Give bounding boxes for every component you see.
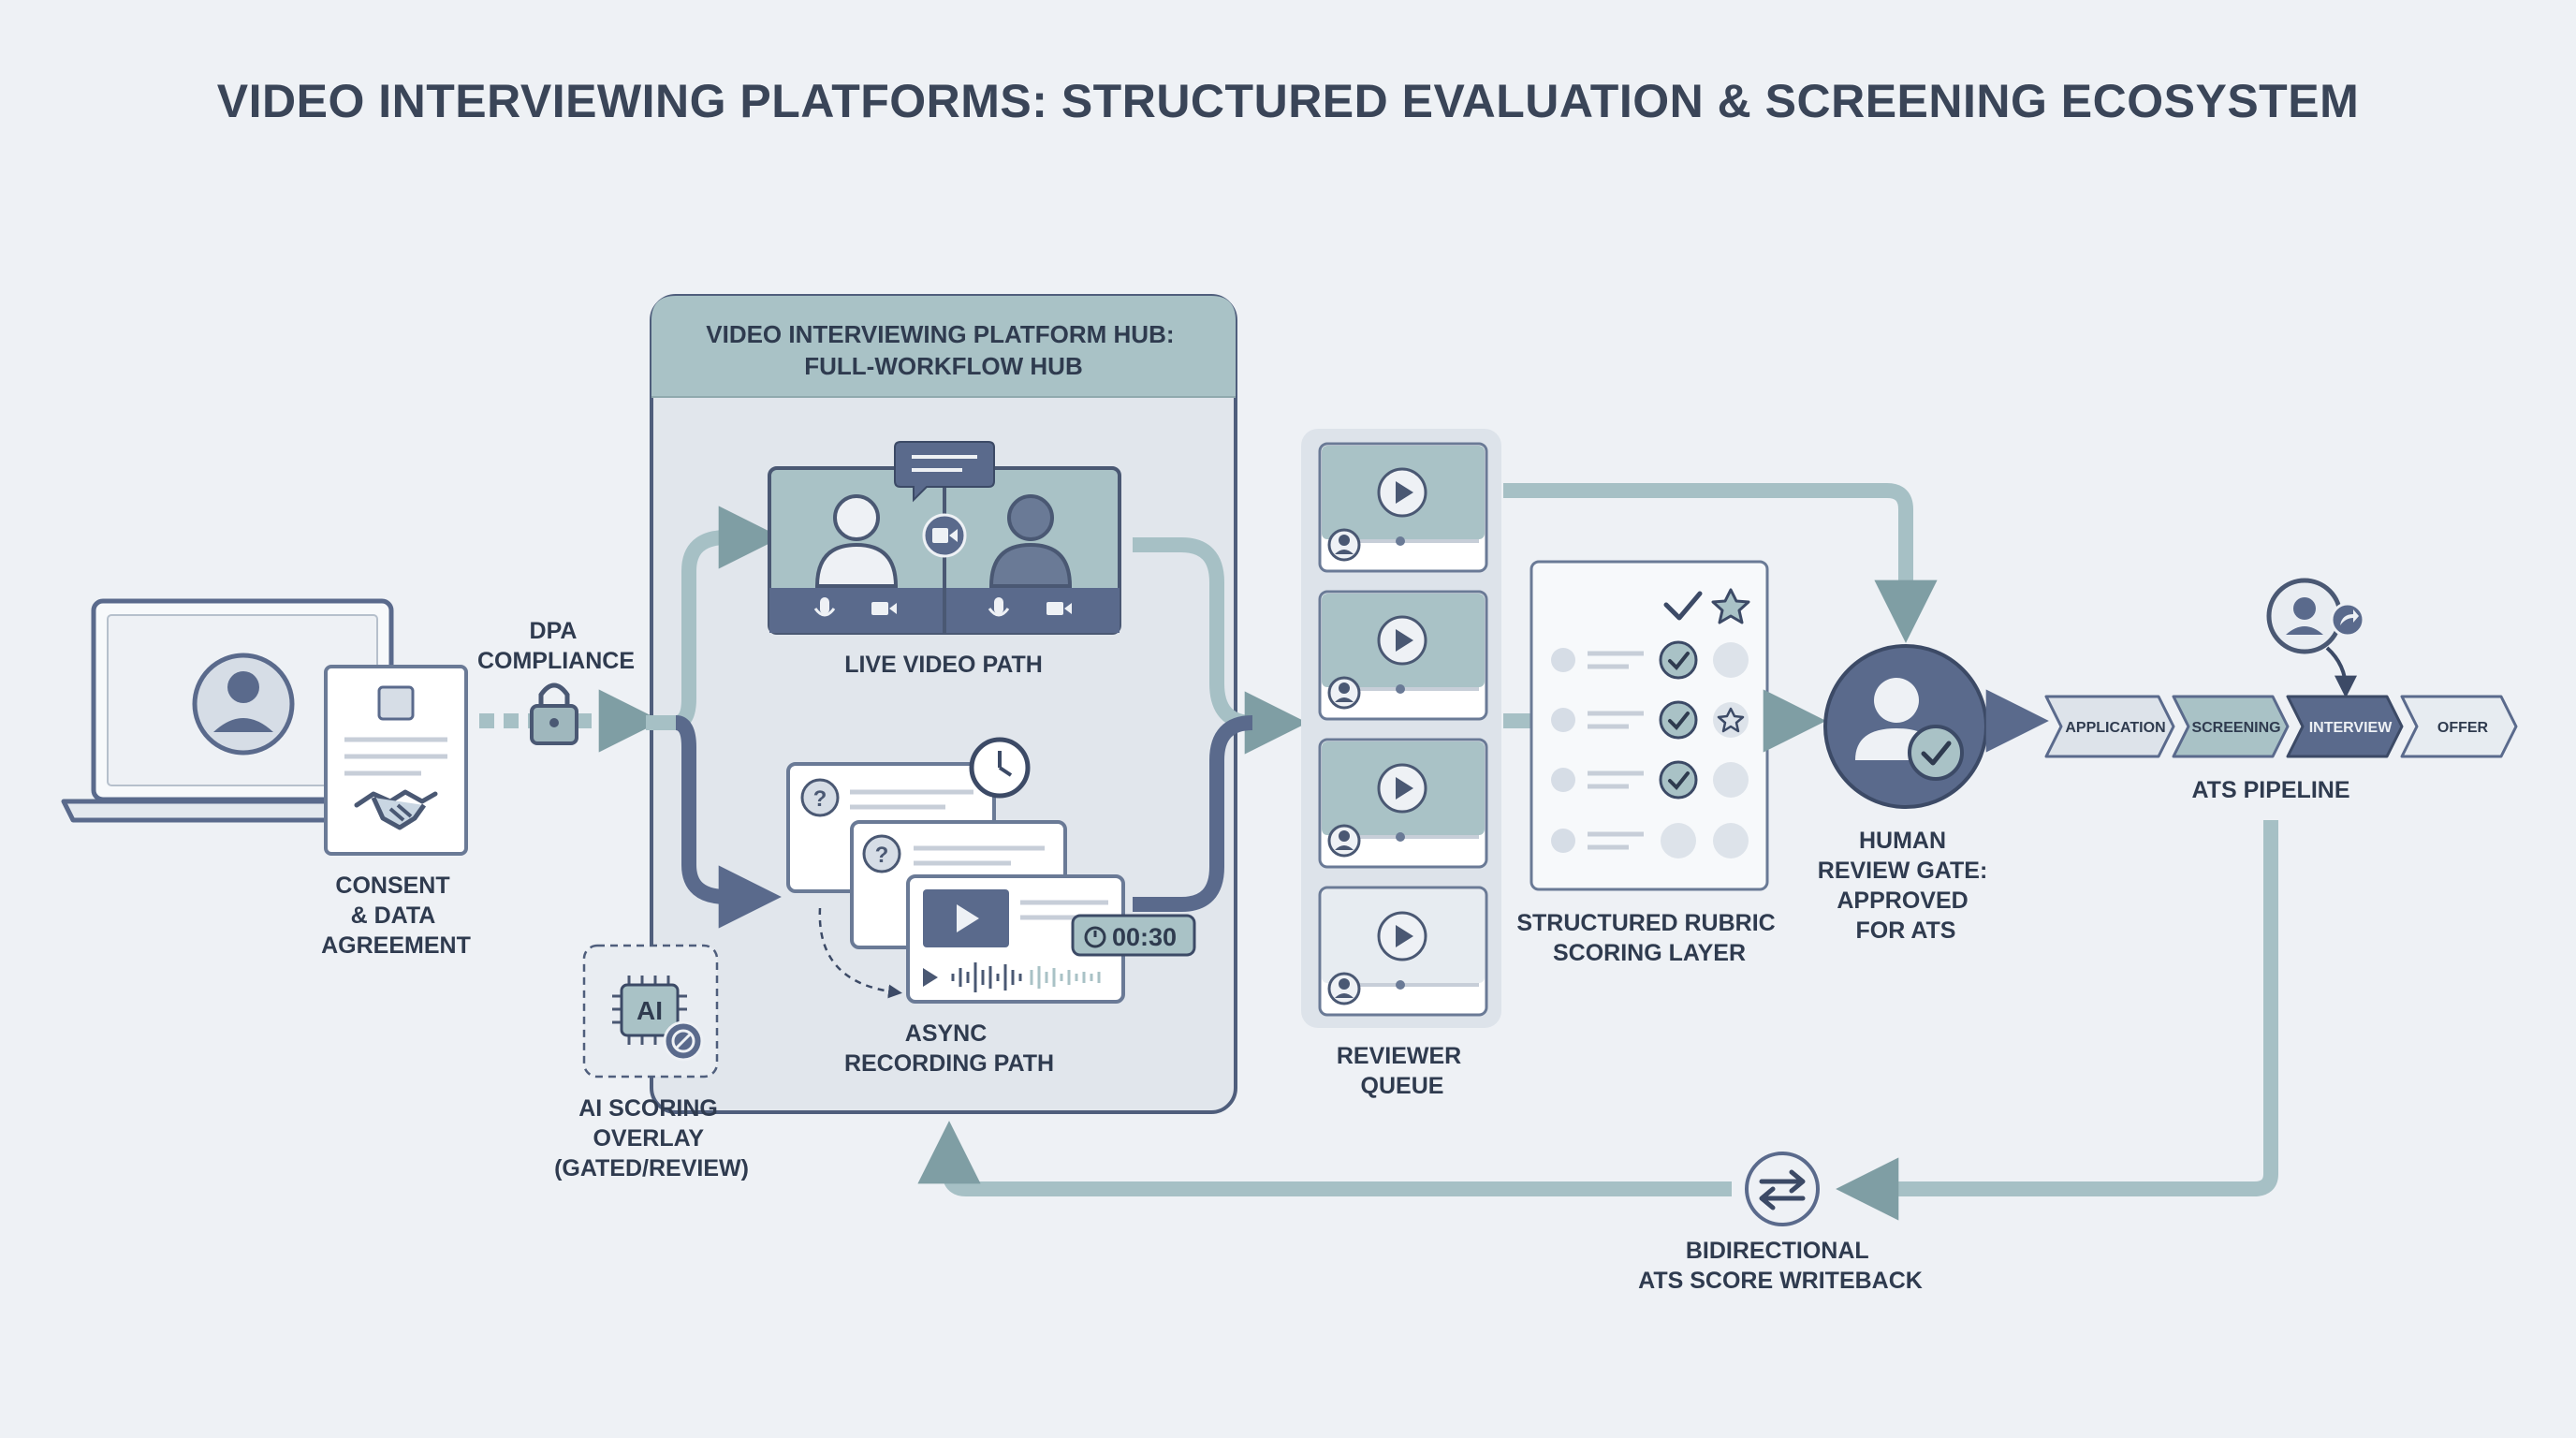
play-icon[interactable]	[1396, 481, 1413, 504]
rubric-row	[1551, 760, 1749, 800]
reviewer-avatar-icon	[1327, 676, 1361, 710]
recording-player-card	[906, 874, 1125, 1004]
rubric-panel: STRUCTURED RUBRIC SCORING LAYER	[1516, 560, 1781, 966]
human-review-gate: HUMAN REVIEW GATE: APPROVED FOR ATS	[1818, 644, 1994, 944]
camera-center-icon	[922, 513, 967, 558]
rubric-row	[1551, 640, 1749, 680]
live-video-label: LIVE VIDEO PATH	[844, 652, 1043, 678]
queue-card[interactable]	[1318, 738, 1488, 869]
check-icon	[1668, 712, 1690, 730]
stopwatch-icon	[1084, 926, 1106, 948]
ai-chip-icon: AI	[612, 976, 687, 1045]
reviewer-avatar-icon	[1327, 528, 1361, 562]
ats-stage-screening[interactable]: SCREENING	[2172, 695, 2290, 758]
consent-document-icon	[324, 665, 468, 856]
rubric-header-star-icon	[1711, 588, 1750, 624]
dashed-connector	[818, 907, 902, 999]
lock-icon	[530, 682, 578, 745]
play-icon[interactable]	[1396, 629, 1413, 652]
ai-badge-text: AI	[637, 996, 663, 1025]
play-icon[interactable]	[1396, 925, 1413, 947]
live-video-window	[768, 441, 1121, 635]
rubric-row	[1551, 700, 1749, 740]
reviewer-avatar-icon	[1327, 824, 1361, 858]
ats-stage-interview[interactable]: INTERVIEW	[2286, 695, 2404, 758]
timer-badge: 00:30	[1071, 914, 1196, 957]
consent-label: CONSENT & DATA AGREEMENT	[321, 873, 471, 959]
reviewer-queue: REVIEWER QUEUE	[1301, 429, 1501, 1099]
flow-arrow-async-out	[1133, 715, 1253, 912]
participant-left-icon	[814, 494, 899, 588]
writeback-label: BIDIRECTIONAL ATS SCORE WRITEBACK	[1638, 1238, 1923, 1294]
queue-card[interactable]	[1318, 442, 1488, 573]
approved-check-icon	[1908, 725, 1964, 781]
clock-icon	[969, 737, 1031, 799]
candidate-forward-icon	[2266, 578, 2365, 654]
async-label: ASYNC RECORDING PATH	[844, 1020, 1054, 1077]
ai-overlay-group: AI AI SCORING OVERLAY (GATED/REVIEW)	[554, 944, 1211, 1181]
timer-value: 00:30	[1112, 923, 1177, 951]
flow-arrow-to-interview	[2325, 646, 2357, 698]
question-icon: ?	[813, 786, 827, 812]
rubric-label: STRUCTURED RUBRIC SCORING LAYER	[1516, 910, 1781, 966]
reviewer-avatar-icon	[1327, 972, 1361, 1005]
platform-hub: VIDEO INTERVIEWING PLATFORM HUB: FULL-WO…	[646, 294, 1308, 1114]
human-gate-label: HUMAN REVIEW GATE: APPROVED FOR ATS	[1818, 828, 1994, 944]
audio-play-icon[interactable]	[923, 968, 938, 987]
ats-pipeline-label: ATS PIPELINE	[2191, 777, 2349, 803]
user-avatar-icon	[192, 653, 295, 756]
participant-right-icon	[988, 494, 1073, 588]
play-icon[interactable]	[1396, 777, 1413, 800]
svg-text:OFFER: OFFER	[2437, 720, 2489, 736]
reviewer-queue-label: REVIEWER QUEUE	[1337, 1043, 1468, 1099]
flow-arrow-queue-to-gate	[1503, 483, 1938, 643]
rubric-header-check-icon	[1663, 591, 1703, 621]
audio-waveform	[951, 962, 1022, 992]
chat-bubble-icon	[894, 441, 995, 503]
writeback-arrow-right	[1836, 820, 2278, 1221]
handshake-icon	[354, 789, 438, 830]
video-toggle-icon[interactable]	[871, 602, 897, 615]
question-icon: ?	[875, 843, 889, 868]
blocked-icon	[663, 1020, 704, 1062]
consent-group: CONSENT & DATA AGREEMENT	[61, 598, 471, 959]
svg-text:SCREENING: SCREENING	[2191, 720, 2280, 736]
ats-stage-application[interactable]: APPLICATION	[2044, 695, 2175, 758]
mic-icon[interactable]	[813, 597, 836, 617]
page-title: VIDEO INTERVIEWING PLATFORMS: STRUCTURED…	[217, 75, 2359, 127]
queue-card[interactable]	[1318, 886, 1488, 1017]
check-icon	[1668, 652, 1690, 670]
sync-icon	[1745, 1152, 1820, 1226]
queue-card[interactable]	[1318, 590, 1488, 721]
svg-text:INTERVIEW: INTERVIEW	[2309, 720, 2393, 736]
ai-overlay-label: AI SCORING OVERLAY (GATED/REVIEW)	[554, 1095, 749, 1181]
star-icon	[1717, 707, 1745, 733]
video-toggle-icon[interactable]	[1046, 602, 1072, 615]
rubric-row	[1551, 823, 1749, 858]
mic-icon[interactable]	[988, 597, 1010, 617]
hub-header: VIDEO INTERVIEWING PLATFORM HUB: FULL-WO…	[706, 320, 1181, 380]
play-icon[interactable]	[957, 904, 979, 932]
svg-text:APPLICATION: APPLICATION	[2065, 720, 2165, 736]
ats-stage-offer[interactable]: OFFER	[2400, 695, 2518, 758]
dpa-label: DPA COMPLIANCE	[477, 618, 635, 674]
ats-pipeline: APPLICATION SCREENING INTERVIEW OFFER AT…	[2044, 578, 2518, 803]
async-recording-stack: ? ?	[786, 737, 1196, 1004]
dpa-group: DPA COMPLIANCE	[477, 618, 662, 753]
flow-arrow-to-async	[675, 715, 782, 929]
check-icon	[1668, 771, 1690, 790]
writeback-arrow-left	[917, 1121, 1732, 1196]
